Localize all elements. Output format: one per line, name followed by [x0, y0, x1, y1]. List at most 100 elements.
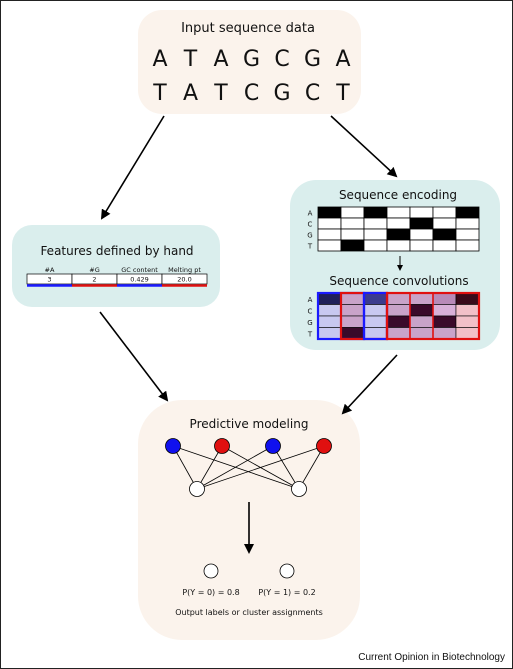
conv-cell — [340, 304, 365, 317]
neural-network — [165, 438, 332, 497]
network-edge — [196, 445, 325, 490]
conv-cell — [317, 304, 342, 317]
onehot-row-label: A — [308, 210, 313, 218]
feature-header: #A — [45, 266, 55, 274]
onehot-cell — [340, 217, 365, 230]
onehot-cell — [386, 239, 411, 252]
onehot-cell — [455, 228, 480, 241]
features-title: Features defined by hand — [40, 244, 193, 258]
conv-cell — [432, 304, 457, 317]
input-box — [138, 10, 361, 114]
conv-cell — [455, 304, 480, 317]
onehot-cell — [363, 239, 388, 252]
seq2-letter: G — [273, 81, 290, 106]
conv-cell — [455, 315, 480, 328]
network-edge — [196, 445, 274, 490]
onehot-cell — [363, 206, 388, 219]
onehot-cell — [386, 228, 411, 241]
conv-cell — [317, 315, 342, 328]
seq2-letter: A — [183, 81, 198, 106]
conv-cell — [409, 292, 434, 305]
conv-cell — [409, 304, 434, 317]
conv-cell — [363, 304, 388, 317]
conv-cell — [340, 327, 365, 340]
input-node — [316, 438, 332, 454]
seq2-letter: C — [305, 81, 320, 106]
network-edge — [298, 445, 325, 490]
input-to-encoding-arrow — [330, 115, 398, 178]
encoding-title: Sequence encoding — [339, 188, 457, 202]
conv-cell — [386, 327, 411, 340]
conv-cell — [386, 315, 411, 328]
seq1-letter: G — [243, 47, 260, 72]
conv-cell — [386, 292, 411, 305]
onehot-cell — [340, 206, 365, 219]
feature-header: #G — [89, 266, 99, 274]
conv-cell — [386, 304, 411, 317]
hidden-node — [291, 481, 307, 497]
feature-value: 20.0 — [177, 276, 191, 284]
feature-header: GC content — [121, 266, 158, 274]
seq2-letter: T — [335, 81, 350, 106]
onehot-cell — [317, 239, 342, 252]
onehot-cell — [455, 239, 480, 252]
network-edge — [272, 445, 300, 490]
onehot-cell — [409, 228, 434, 241]
input-node — [265, 438, 281, 454]
conv-cell — [432, 327, 457, 340]
onehot-row-label: G — [307, 232, 312, 240]
onehot-cell — [386, 206, 411, 219]
conv-cell — [340, 315, 365, 328]
feature-cell — [161, 273, 208, 285]
onehot-cell — [386, 217, 411, 230]
output-label-1: P(Y = 1) = 0.2 — [258, 588, 315, 597]
conv-cell — [340, 292, 365, 305]
feature-value: 0.429 — [130, 276, 149, 284]
output-caption: Output labels or cluster assignments — [175, 608, 323, 617]
conv-cell — [432, 292, 457, 305]
conv-row-label: A — [308, 296, 313, 304]
conv-row-label: C — [308, 308, 313, 316]
conv-cell — [409, 315, 434, 328]
conv-cell — [317, 292, 342, 305]
onehot-cell — [317, 217, 342, 230]
output-node-0 — [203, 563, 219, 579]
modeling-title: Predictive modeling — [190, 417, 309, 431]
onehot-cell — [409, 217, 434, 230]
seq1-letter: A — [152, 47, 167, 72]
conv-cell — [363, 327, 388, 340]
onehot-cell — [340, 228, 365, 241]
onehot-cell — [432, 206, 457, 219]
onehot-cell — [409, 206, 434, 219]
input-node — [165, 438, 181, 454]
network-edge — [172, 445, 300, 490]
conv-row-label: G — [307, 319, 312, 327]
onehot-row-label: T — [307, 243, 313, 251]
network-edge — [172, 445, 198, 490]
conv-row-label: T — [307, 331, 313, 339]
input-node — [214, 438, 230, 454]
output-label-0: P(Y = 0) = 0.8 — [182, 588, 239, 597]
conv-cell — [409, 327, 434, 340]
journal-footer: Current Opinion in Biotechnology — [358, 652, 505, 663]
hidden-node — [189, 481, 205, 497]
input-to-features-arrow — [100, 115, 165, 220]
onehot-cell — [455, 217, 480, 230]
onehot-cell — [340, 239, 365, 252]
features-to-modeling-arrow — [99, 311, 169, 402]
conv-cell — [455, 327, 480, 340]
onehot-cell — [432, 217, 457, 230]
conv-cell — [363, 292, 388, 305]
seq2-letter: T — [213, 81, 228, 106]
seq1-letter: A — [335, 47, 350, 72]
feature-header: Melting pt — [168, 266, 201, 274]
seq1-letter: G — [304, 47, 321, 72]
onehot-cell — [409, 239, 434, 252]
